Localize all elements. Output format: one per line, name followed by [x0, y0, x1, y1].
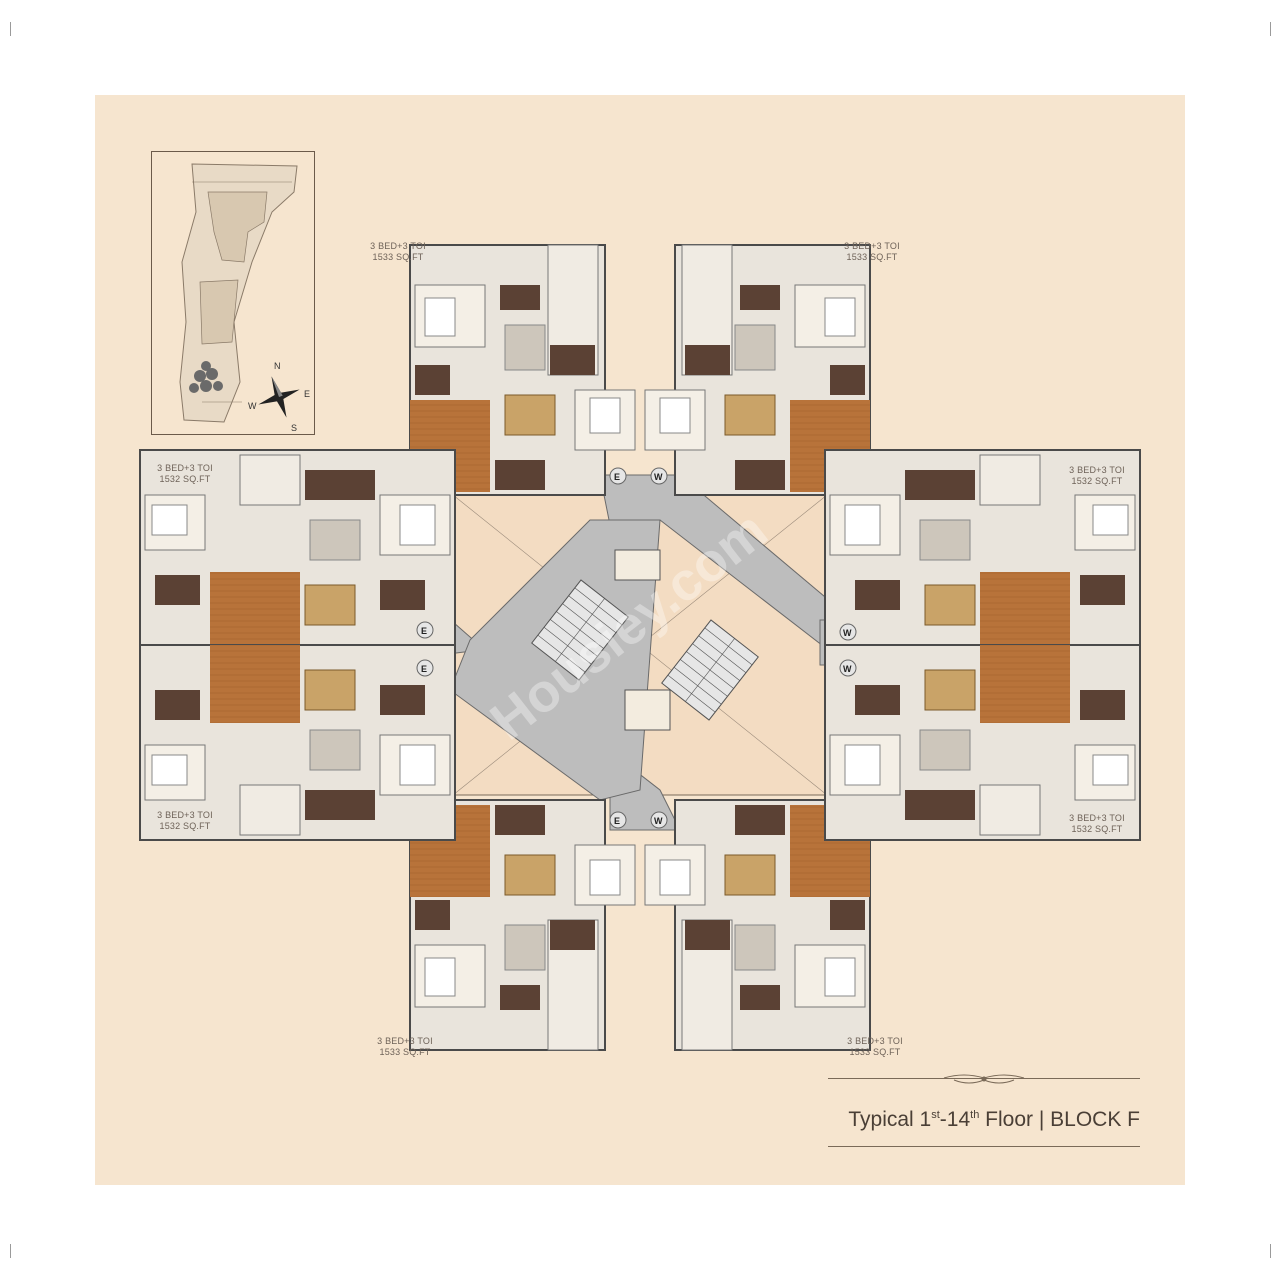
entry-mark-e: E	[421, 664, 427, 674]
unit-area: 1532 SQ.FT	[159, 474, 211, 484]
crop-mark	[1270, 22, 1271, 36]
crop-mark	[1270, 1244, 1271, 1258]
entry-mark-e: E	[614, 816, 620, 826]
apartment-mid-right-lower	[824, 644, 1141, 841]
unit-type: 3 BED+3 TOI	[157, 463, 213, 473]
unit-area: 1533 SQ.FT	[372, 252, 424, 262]
crop-mark	[10, 1244, 11, 1258]
caption-rule-bottom	[828, 1146, 1140, 1147]
unit-area: 1532 SQ.FT	[1071, 824, 1123, 834]
unit-area: 1532 SQ.FT	[1071, 476, 1123, 486]
crop-mark	[10, 22, 11, 36]
unit-area: 1533 SQ.FT	[379, 1047, 431, 1057]
unit-type: 3 BED+3 TOI	[157, 810, 213, 820]
caption-mid: -14	[939, 1108, 971, 1131]
apartment-top-left	[409, 244, 636, 496]
staircase	[531, 579, 629, 681]
unit-label-top-left: 3 BED+3 TOI 1533 SQ.FT	[353, 241, 443, 263]
entry-mark-w: W	[654, 472, 663, 482]
apartment-mid-left-upper	[139, 449, 456, 646]
caption-suffix: Floor | BLOCK F	[979, 1108, 1140, 1131]
lift-lobby	[624, 689, 671, 731]
unit-label-bottom-left: 3 BED+3 TOI 1533 SQ.FT	[360, 1036, 450, 1058]
apartment-mid-left-lower	[139, 644, 456, 841]
caption-prefix: Typical 1	[848, 1108, 932, 1131]
caption-sup-st: st	[931, 1109, 940, 1121]
unit-type: 3 BED+3 TOI	[370, 241, 426, 251]
unit-label-mid-left-lower: 3 BED+3 TOI 1532 SQ.FT	[140, 810, 230, 832]
compass-east: E	[304, 389, 310, 399]
key-plan: N S E W	[151, 151, 315, 435]
compass-west: W	[248, 401, 257, 411]
unit-type: 3 BED+3 TOI	[1069, 813, 1125, 823]
entry-mark-e: E	[614, 472, 620, 482]
unit-type: 3 BED+3 TOI	[377, 1036, 433, 1046]
entry-mark-e: E	[421, 626, 427, 636]
unit-area: 1533 SQ.FT	[849, 1047, 901, 1057]
unit-type: 3 BED+3 TOI	[847, 1036, 903, 1046]
compass-south: S	[291, 423, 297, 433]
entry-markers: E W E W E E W W	[416, 467, 857, 829]
unit-type: 3 BED+3 TOI	[1069, 465, 1125, 475]
unit-label-top-right: 3 BED+3 TOI 1533 SQ.FT	[827, 241, 917, 263]
staircase	[661, 619, 759, 721]
lift-lobby	[614, 549, 661, 581]
unit-label-mid-left-upper: 3 BED+3 TOI 1532 SQ.FT	[140, 463, 230, 485]
entry-mark-w: W	[843, 664, 852, 674]
unit-type: 3 BED+3 TOI	[844, 241, 900, 251]
key-plan-drawing	[179, 163, 298, 423]
unit-label-mid-right-lower: 3 BED+3 TOI 1532 SQ.FT	[1052, 813, 1142, 835]
caption-sup-th: th	[970, 1109, 980, 1121]
unit-area: 1533 SQ.FT	[846, 252, 898, 262]
ornament-icon	[943, 1074, 1025, 1084]
entry-mark-w: W	[843, 628, 852, 638]
compass-north: N	[274, 361, 281, 371]
apartment-bottom-right	[644, 799, 871, 1051]
unit-area: 1532 SQ.FT	[159, 821, 211, 831]
compass-icon: N S E W	[248, 361, 310, 433]
apartment-mid-right-upper	[824, 449, 1141, 646]
unit-label-bottom-right: 3 BED+3 TOI 1533 SQ.FT	[830, 1036, 920, 1058]
unit-label-mid-right-upper: 3 BED+3 TOI 1532 SQ.FT	[1052, 465, 1142, 487]
entry-mark-w: W	[654, 816, 663, 826]
floor-plan-caption: Typical 1st-14th Floor | BLOCK F	[828, 1108, 1140, 1132]
